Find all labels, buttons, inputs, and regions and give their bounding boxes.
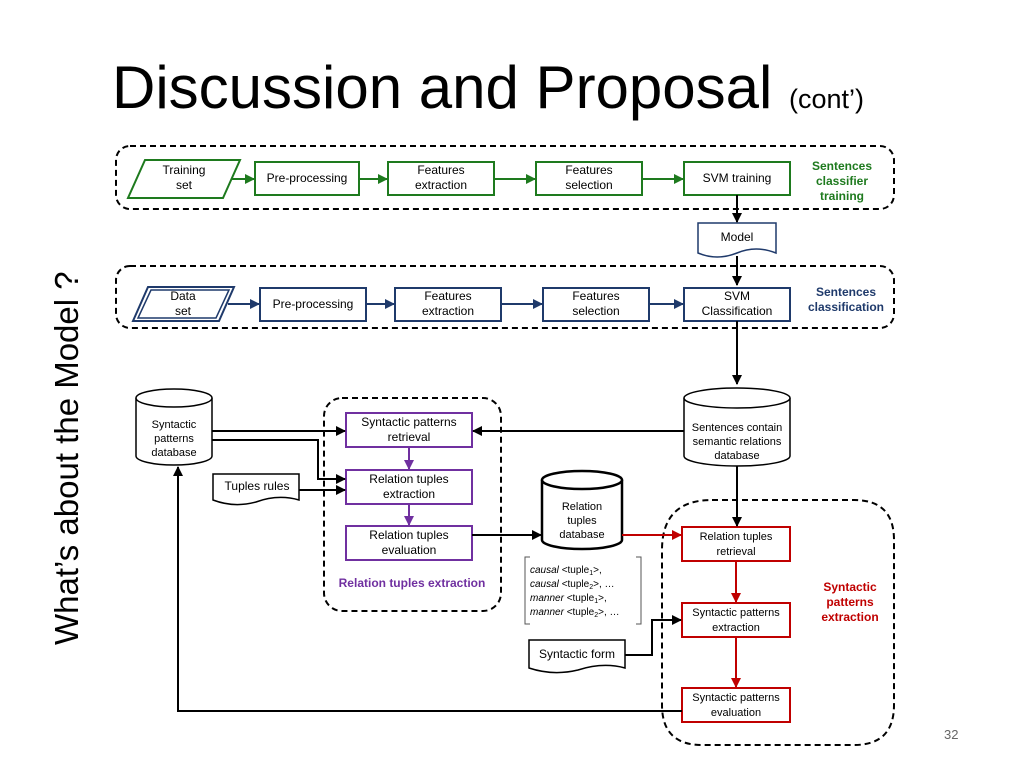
relation-db-label-3: database bbox=[559, 529, 604, 541]
tuple-examples: causal <tuple1>, causal <tuple2>, … mann… bbox=[524, 556, 642, 625]
training-preprocessing-label: Pre-processing bbox=[267, 171, 348, 185]
tuple-example: causal <tuple2>, … bbox=[530, 579, 615, 591]
tuples-rules-label: Tuples rules bbox=[225, 479, 290, 493]
syntactic-group: Relation tuples retrieval Syntactic patt… bbox=[661, 499, 895, 746]
classification-features-extraction-node: Features extraction bbox=[394, 287, 502, 322]
syntactic-form-document: Syntactic form bbox=[528, 639, 626, 674]
training-group-label: Sentences classifier training bbox=[812, 159, 872, 203]
classification-preprocessing-node: Pre-processing bbox=[259, 287, 367, 322]
rtr-label-1: Relation tuples bbox=[700, 531, 773, 543]
classification-group: Data set Pre-processing Features extract… bbox=[115, 265, 895, 329]
training-set-label-1: Training bbox=[163, 163, 206, 177]
rtev-label-1: Relation tuples bbox=[369, 528, 448, 542]
rtev-label-2: evaluation bbox=[382, 543, 437, 557]
data-set-node: Data set bbox=[131, 286, 236, 322]
syntactic-patterns-extraction-node: Syntactic patterns extraction bbox=[681, 602, 791, 638]
syntactic-label-2: patterns bbox=[826, 595, 874, 609]
syntactic-group-label: Syntactic patterns extraction bbox=[821, 580, 878, 624]
relation-tuples-db: Relation tuples database bbox=[540, 469, 624, 551]
svm-training-node: SVM training bbox=[683, 161, 791, 196]
syntactic-patterns-db: Syntactic patterns database bbox=[135, 388, 213, 466]
training-fe-label-2: extraction bbox=[415, 178, 467, 192]
training-group-border bbox=[115, 145, 895, 210]
syntactic-label-1: Syntactic bbox=[823, 580, 877, 594]
training-label-2: classifier bbox=[816, 174, 868, 188]
arrow-syntactic-form-to-spe bbox=[625, 615, 682, 656]
rte-label-1: Relation tuples bbox=[369, 472, 448, 486]
training-features-extraction-node: Features extraction bbox=[387, 161, 495, 196]
training-fs-label-1: Features bbox=[565, 163, 612, 177]
syntactic-form-label: Syntactic form bbox=[539, 647, 615, 661]
tuple-example: causal <tuple1>, bbox=[530, 565, 602, 577]
sentences-db-label-2: semantic relations bbox=[693, 436, 782, 448]
sentences-db-label-1: Sentences contain bbox=[692, 422, 783, 434]
training-set-label-2: set bbox=[176, 178, 193, 192]
relation-tuples-group: Syntactic patterns retrieval Relation tu… bbox=[323, 397, 502, 612]
syntactic-label-3: extraction bbox=[821, 610, 878, 624]
classification-preprocessing-label: Pre-processing bbox=[273, 297, 354, 311]
relation-tuples-evaluation-node: Relation tuples evaluation bbox=[345, 525, 473, 561]
slide-title: Discussion and Proposal (cont’) bbox=[112, 58, 864, 118]
spe-label-2: extraction bbox=[712, 622, 760, 634]
data-set-label-2: set bbox=[175, 304, 192, 318]
training-fs-label-2: selection bbox=[565, 178, 612, 192]
tuple-example: manner <tuple2>, … bbox=[530, 607, 620, 619]
classification-group-border bbox=[115, 265, 895, 329]
training-fe-label-1: Features bbox=[417, 163, 464, 177]
model-document-node: Model bbox=[697, 222, 777, 258]
title-sub: (cont’) bbox=[789, 84, 865, 114]
syntactic-db-label-1: Syntactic bbox=[152, 419, 197, 431]
syntactic-db-label-3: database bbox=[151, 447, 196, 459]
title-main: Discussion and Proposal bbox=[112, 54, 773, 121]
svm-classification-label-2: Classification bbox=[702, 304, 773, 318]
training-set-node: Training set bbox=[126, 159, 242, 199]
svm-training-label: SVM training bbox=[703, 171, 772, 185]
arrow-syntactic-db-to-rte bbox=[212, 439, 346, 484]
classification-label-1: Sentences bbox=[816, 285, 876, 299]
data-set-label-1: Data bbox=[170, 289, 196, 303]
sentences-db-label-3: database bbox=[714, 450, 759, 462]
relation-tuples-retrieval-node: Relation tuples retrieval bbox=[681, 526, 791, 562]
relation-tuples-extraction-node: Relation tuples extraction bbox=[345, 469, 473, 505]
model-label: Model bbox=[721, 230, 754, 244]
training-label-3: training bbox=[820, 189, 864, 203]
training-features-selection-node: Features selection bbox=[535, 161, 643, 196]
rtr-label-2: retrieval bbox=[716, 546, 755, 558]
relation-group-label: Relation tuples extraction bbox=[339, 576, 486, 590]
classification-label-2: classification bbox=[808, 300, 884, 314]
svm-classification-node: SVM Classification bbox=[683, 287, 791, 322]
rte-label-2: extraction bbox=[383, 487, 435, 501]
syntactic-db-label-2: patterns bbox=[154, 433, 194, 445]
spe-label-1: Syntactic patterns bbox=[692, 607, 780, 619]
relation-group-border bbox=[323, 397, 502, 612]
training-label-1: Sentences bbox=[812, 159, 872, 173]
spr-label-1: Syntactic patterns bbox=[361, 415, 456, 429]
relation-db-label-2: tuples bbox=[567, 515, 597, 527]
syntactic-patterns-evaluation-node: Syntactic patterns evaluation bbox=[681, 687, 791, 723]
training-preprocessing-node: Pre-processing bbox=[254, 161, 360, 196]
spev-label-1: Syntactic patterns bbox=[692, 692, 780, 704]
classification-fe-label-1: Features bbox=[424, 289, 471, 303]
sentences-db: Sentences contain semantic relations dat… bbox=[683, 387, 791, 467]
tuples-rules-document: Tuples rules bbox=[212, 473, 300, 506]
classification-features-selection-node: Features selection bbox=[542, 287, 650, 322]
relation-db-label-1: Relation bbox=[562, 501, 602, 513]
spev-label-2: evaluation bbox=[711, 707, 761, 719]
spr-label-2: retrieval bbox=[388, 430, 431, 444]
page-number: 32 bbox=[944, 727, 959, 742]
training-group: Training set Pre-processing Features ext… bbox=[115, 145, 895, 210]
arrow-spev-to-syntactic-db bbox=[173, 466, 682, 712]
syntactic-group-border bbox=[661, 499, 895, 746]
classification-fs-label-2: selection bbox=[572, 304, 619, 318]
classification-group-label: Sentences classification bbox=[808, 285, 884, 314]
classification-fs-label-1: Features bbox=[572, 289, 619, 303]
classification-fe-label-2: extraction bbox=[422, 304, 474, 318]
syntactic-patterns-retrieval-node: Syntactic patterns retrieval bbox=[345, 412, 473, 448]
svm-classification-label-1: SVM bbox=[724, 289, 750, 303]
tuple-example: manner <tuple1>, bbox=[530, 593, 607, 605]
